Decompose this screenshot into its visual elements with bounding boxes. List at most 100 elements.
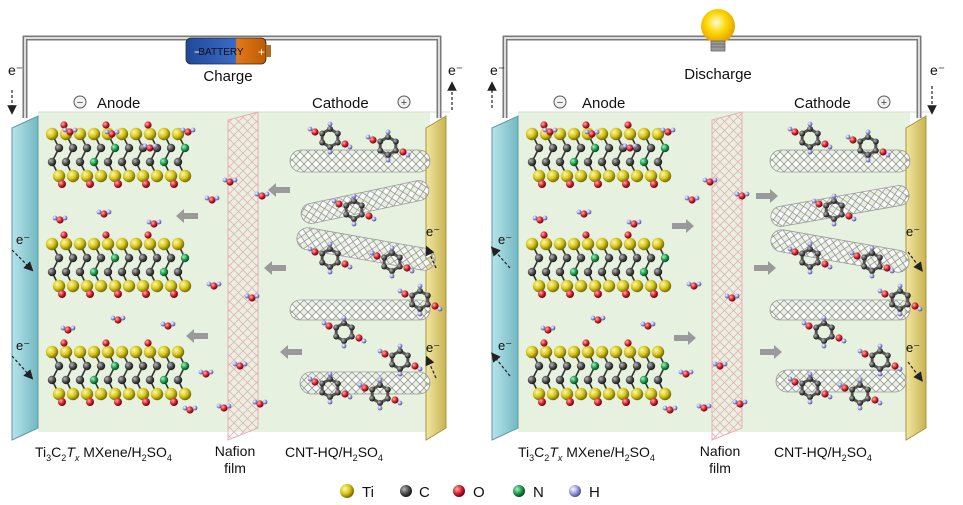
ti-atom	[616, 387, 630, 401]
bond-line	[573, 243, 582, 287]
ti-atom	[66, 279, 80, 293]
c-atom	[611, 267, 621, 277]
o-atom	[891, 362, 899, 370]
h-atom	[821, 315, 827, 321]
o-atom	[411, 362, 419, 370]
c-atom	[534, 253, 544, 263]
h-atom	[385, 129, 391, 135]
h-atom	[712, 361, 718, 367]
ti-atom	[546, 279, 560, 293]
n-atom	[590, 143, 600, 153]
water-molecule	[198, 369, 214, 378]
electron-arrow-anode-2	[11, 355, 34, 380]
cathode-plus-sign	[877, 95, 891, 109]
c-atom	[799, 380, 806, 387]
bond-line	[629, 243, 638, 287]
water-molecule	[686, 281, 702, 290]
bond-line	[559, 351, 568, 395]
ti-atom	[87, 127, 101, 141]
o-atom	[861, 350, 869, 358]
ti-atom	[567, 345, 581, 359]
right-nafion-line2: film	[709, 460, 731, 476]
legend-ti-atom	[340, 484, 354, 498]
ion-flow-arrow	[268, 183, 290, 197]
bond-line	[93, 243, 102, 287]
ti-atom	[609, 127, 623, 141]
o-atom	[142, 180, 150, 188]
n-atom	[110, 143, 120, 153]
battery-terminal	[266, 45, 271, 57]
h-atom	[865, 129, 871, 135]
water-molecule	[532, 215, 548, 224]
h-atom	[807, 371, 813, 377]
o-atom	[60, 121, 68, 129]
o-atom	[622, 398, 630, 406]
c-atom	[869, 352, 876, 359]
h-atom	[371, 216, 377, 222]
n-atom	[569, 157, 579, 167]
c-atom	[548, 143, 558, 153]
o-atom	[566, 180, 574, 188]
h-atom	[636, 219, 642, 225]
carbon-nanotube	[769, 149, 911, 173]
ti-atom	[143, 237, 157, 251]
bond-line	[587, 243, 596, 287]
water-molecule	[254, 191, 270, 200]
c-atom	[527, 375, 537, 385]
bond-line	[135, 133, 144, 177]
bulb-base	[710, 40, 726, 52]
n-atom	[639, 157, 649, 167]
ti-atom	[616, 169, 630, 183]
ti-atom	[59, 237, 73, 251]
mxene-layer	[45, 231, 192, 298]
o-atom	[566, 398, 574, 406]
ti-atom	[525, 237, 539, 251]
c-atom	[369, 395, 376, 402]
water-molecule	[584, 129, 600, 138]
c-atom	[562, 253, 572, 263]
c-atom	[877, 366, 883, 372]
o-atom	[170, 180, 178, 188]
nafion-membrane	[227, 111, 259, 441]
ti-atom	[560, 169, 574, 183]
n-atom	[180, 143, 190, 153]
h-atom	[744, 191, 750, 197]
left-electron-top-left: e⁻	[8, 62, 23, 78]
o-atom	[248, 294, 256, 302]
ti-atom	[157, 237, 171, 251]
c-atom	[131, 267, 141, 277]
o-atom	[871, 396, 879, 404]
c-atom	[799, 139, 806, 146]
anode-minus-sign	[73, 95, 87, 109]
hydroquinone-molecule	[307, 121, 353, 155]
c-atom	[799, 389, 806, 396]
o-atom	[588, 130, 596, 138]
c-atom	[68, 361, 78, 371]
h-atom	[62, 127, 68, 133]
ion-flow-arrow	[176, 209, 198, 223]
o-atom	[791, 128, 799, 136]
ti-atom	[637, 127, 651, 141]
ti-atom	[644, 387, 658, 401]
h-atom	[542, 127, 548, 133]
o-atom	[540, 231, 548, 239]
ti-atom	[581, 345, 595, 359]
h-atom	[307, 246, 313, 252]
water-molecule	[734, 191, 750, 200]
h-atom	[182, 405, 188, 411]
h-atom	[120, 315, 126, 321]
water-molecule	[96, 209, 112, 218]
o-atom	[58, 180, 66, 188]
left-cathode-material: CNT-HQ/H2SO4	[285, 444, 383, 463]
n-atom	[639, 267, 649, 277]
water-molecule	[540, 325, 556, 334]
carbon-nanotube	[289, 149, 431, 173]
electron-arrow-anode-1	[11, 249, 34, 272]
o-atom	[664, 128, 672, 136]
o-atom	[226, 178, 234, 186]
h-atom	[849, 250, 855, 256]
bond-line	[601, 133, 610, 177]
c-atom	[869, 268, 875, 274]
c-atom	[876, 263, 883, 270]
ti-atom	[178, 387, 192, 401]
